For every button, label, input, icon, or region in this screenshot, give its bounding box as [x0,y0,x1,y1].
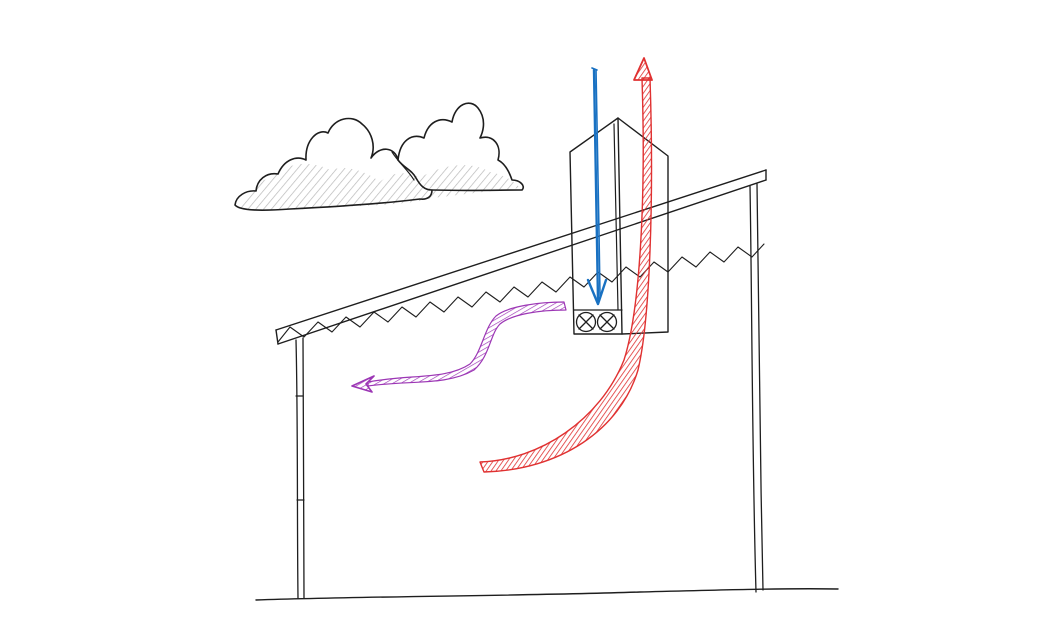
exhaust-arrow-body [479,77,653,473]
cloud-inner-line [391,151,415,181]
ground-line [255,588,839,601]
indoor-arrow-body [367,301,567,387]
fan-icon [575,311,618,333]
exhaust-air-arrow [479,57,653,473]
roof-zigzag [277,243,765,343]
indoor-arrow-head [351,375,375,393]
cloud-icon [234,102,525,211]
indoor-airflow-arrow [351,301,567,393]
roof-truss [275,169,767,345]
cloud-outline [234,117,433,211]
exhaust-arrow-head [633,57,653,81]
cloud-outline-right [397,102,525,192]
supply-air-arrow [586,67,608,306]
rooftop-ventilation-unit [569,117,669,335]
left-wall [295,337,305,599]
right-wall [749,183,764,593]
cloud-shading [238,163,520,211]
